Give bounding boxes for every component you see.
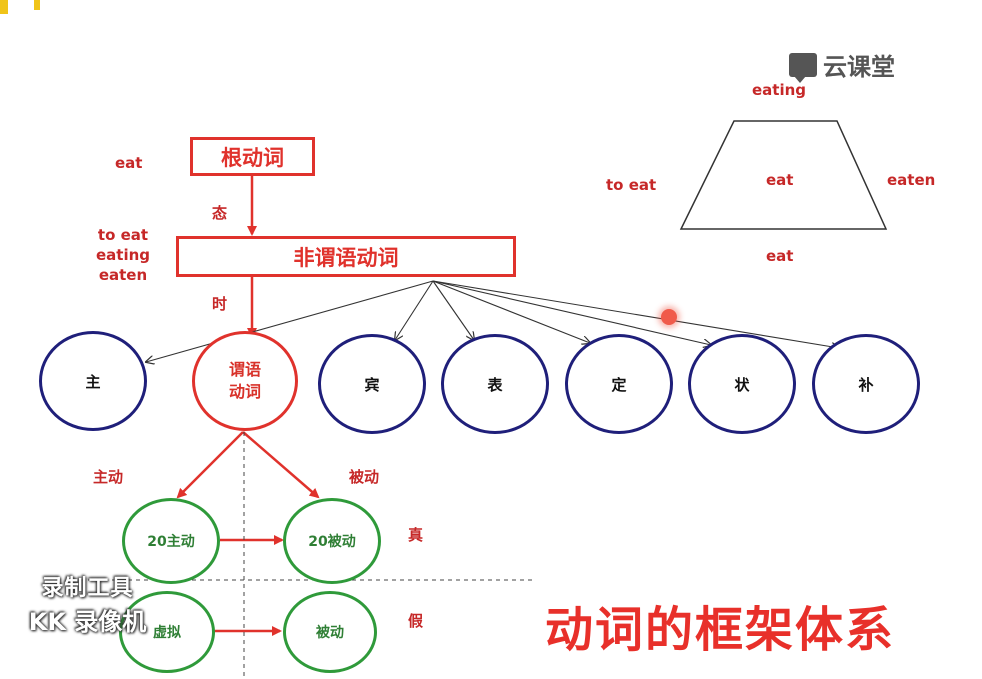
predicate-line1: 谓语 (228, 360, 261, 379)
subjunctive-passive-circle: 被动 (283, 591, 377, 673)
form-to-eat: to eat (97, 226, 149, 244)
arrow-to-predicative (432, 280, 474, 340)
arrow-to-subject (146, 280, 434, 362)
brand-watermark: 云课堂 (789, 47, 895, 83)
passive-20-circle: 20被动 (283, 498, 381, 584)
form-eaten: eaten (98, 266, 148, 284)
passive-label: 被动 (349, 468, 380, 486)
brand-text: 云课堂 (823, 53, 895, 81)
trapezoid-right-label: eaten (887, 171, 936, 189)
arrow-to-complement (432, 280, 839, 348)
form-eating: eating (96, 246, 151, 264)
active-label: 主动 (93, 468, 124, 486)
nonfinite-verb-box: 非谓语动词 (176, 236, 516, 277)
arrow-to-adverbial (432, 280, 711, 345)
recorder-watermark: 录制工具 KK 录像机 (0, 570, 175, 637)
corner-mark (0, 0, 8, 14)
recorder-line1: 录制工具 (41, 576, 134, 601)
trapezoid-top-label: eating (752, 81, 807, 99)
arrow-to-object (395, 280, 434, 340)
component-attributive: 定 (565, 334, 673, 434)
arrow-predicate-to-active (176, 431, 244, 499)
component-object: 宾 (318, 334, 426, 434)
recorder-line2: KK 录像机 (28, 608, 147, 636)
trapezoid-bottom-label: eat (766, 247, 794, 265)
root-side-label: eat (115, 154, 143, 172)
page-title: 动词的框架体系 (545, 602, 896, 658)
chat-bubble-icon (789, 52, 817, 83)
arrow2-label: 时 (212, 295, 228, 313)
arrow-predicate-to-passive (242, 431, 320, 499)
arrow-to-attributive (432, 280, 590, 343)
component-predicative: 表 (441, 334, 549, 434)
corner-mark (34, 0, 40, 10)
trapezoid-left-label: to eat (606, 176, 657, 194)
trapezoid-shape (679, 120, 888, 230)
component-adverbial: 状 (688, 334, 796, 434)
subjunctive-active-circle: 虚拟 (119, 591, 215, 673)
arrow1-label: 态 (212, 204, 228, 222)
root-verb-box: 根动词 (190, 137, 315, 176)
component-predicate: 谓语 动词 (192, 331, 298, 431)
active-20-circle: 20主动 (122, 498, 220, 584)
real-label: 真 (408, 526, 424, 544)
component-complement: 补 (812, 334, 920, 434)
pointer-dot (661, 309, 677, 325)
trapezoid-center-label: eat (766, 171, 794, 189)
nonfinite-side-labels: to eat eating eaten (96, 225, 150, 285)
predicate-line2: 动词 (228, 382, 261, 401)
fake-label: 假 (408, 612, 424, 630)
component-subject: 主 (39, 331, 147, 431)
